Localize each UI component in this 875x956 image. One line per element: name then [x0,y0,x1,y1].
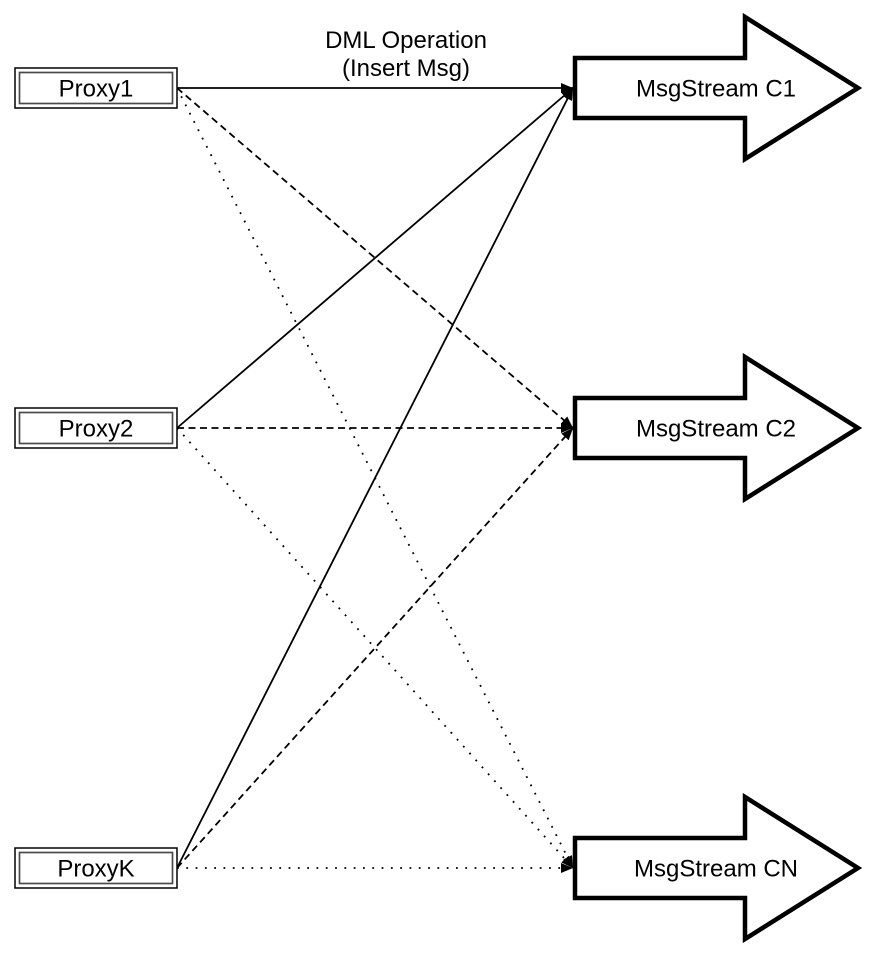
edge-proxy2-to-cn-dotted [176,427,574,869]
msgstream-c1-label: MsgStream C1 [636,76,796,103]
msgstream-c2-label: MsgStream C2 [636,416,796,443]
edge-proxyk-to-c2-dashed [176,427,574,869]
msgstream-c1-node: MsgStream C1 [572,12,863,164]
proxy1-box-outer [14,67,178,109]
proxy1-box-inner [18,71,174,105]
msgstream-c2-node: MsgStream C2 [572,352,863,504]
edges [176,83,574,873]
msgstream-c1-arrow [572,12,863,164]
proxy1-node: Proxy1 [14,67,178,109]
proxy2-label: Proxy2 [59,416,134,443]
msgstream-c2-arrow [572,352,863,504]
proxyk-label: ProxyK [57,856,134,883]
dml-operation-label-line1: DML Operation [325,27,487,54]
edge-proxy1-to-c2-dashed [176,87,574,429]
proxyk-box-outer [14,847,178,889]
proxy1-label: Proxy1 [59,76,134,103]
proxy2-box-outer [14,407,178,449]
edge-proxyk-to-c1-solid [176,87,574,869]
msgstream-cn-arrow [572,792,863,944]
proxyk-node: ProxyK [14,847,178,889]
dml-operation-label-line2: (Insert Msg) [342,55,470,82]
proxy2-box-inner [18,411,174,445]
edge-proxy2-to-c1-solid [176,87,574,429]
msgstream-cn-node: MsgStream CN [572,792,863,944]
proxyk-box-inner [18,851,174,885]
msgstream-cn-label: MsgStream CN [634,856,798,883]
proxy2-node: Proxy2 [14,407,178,449]
